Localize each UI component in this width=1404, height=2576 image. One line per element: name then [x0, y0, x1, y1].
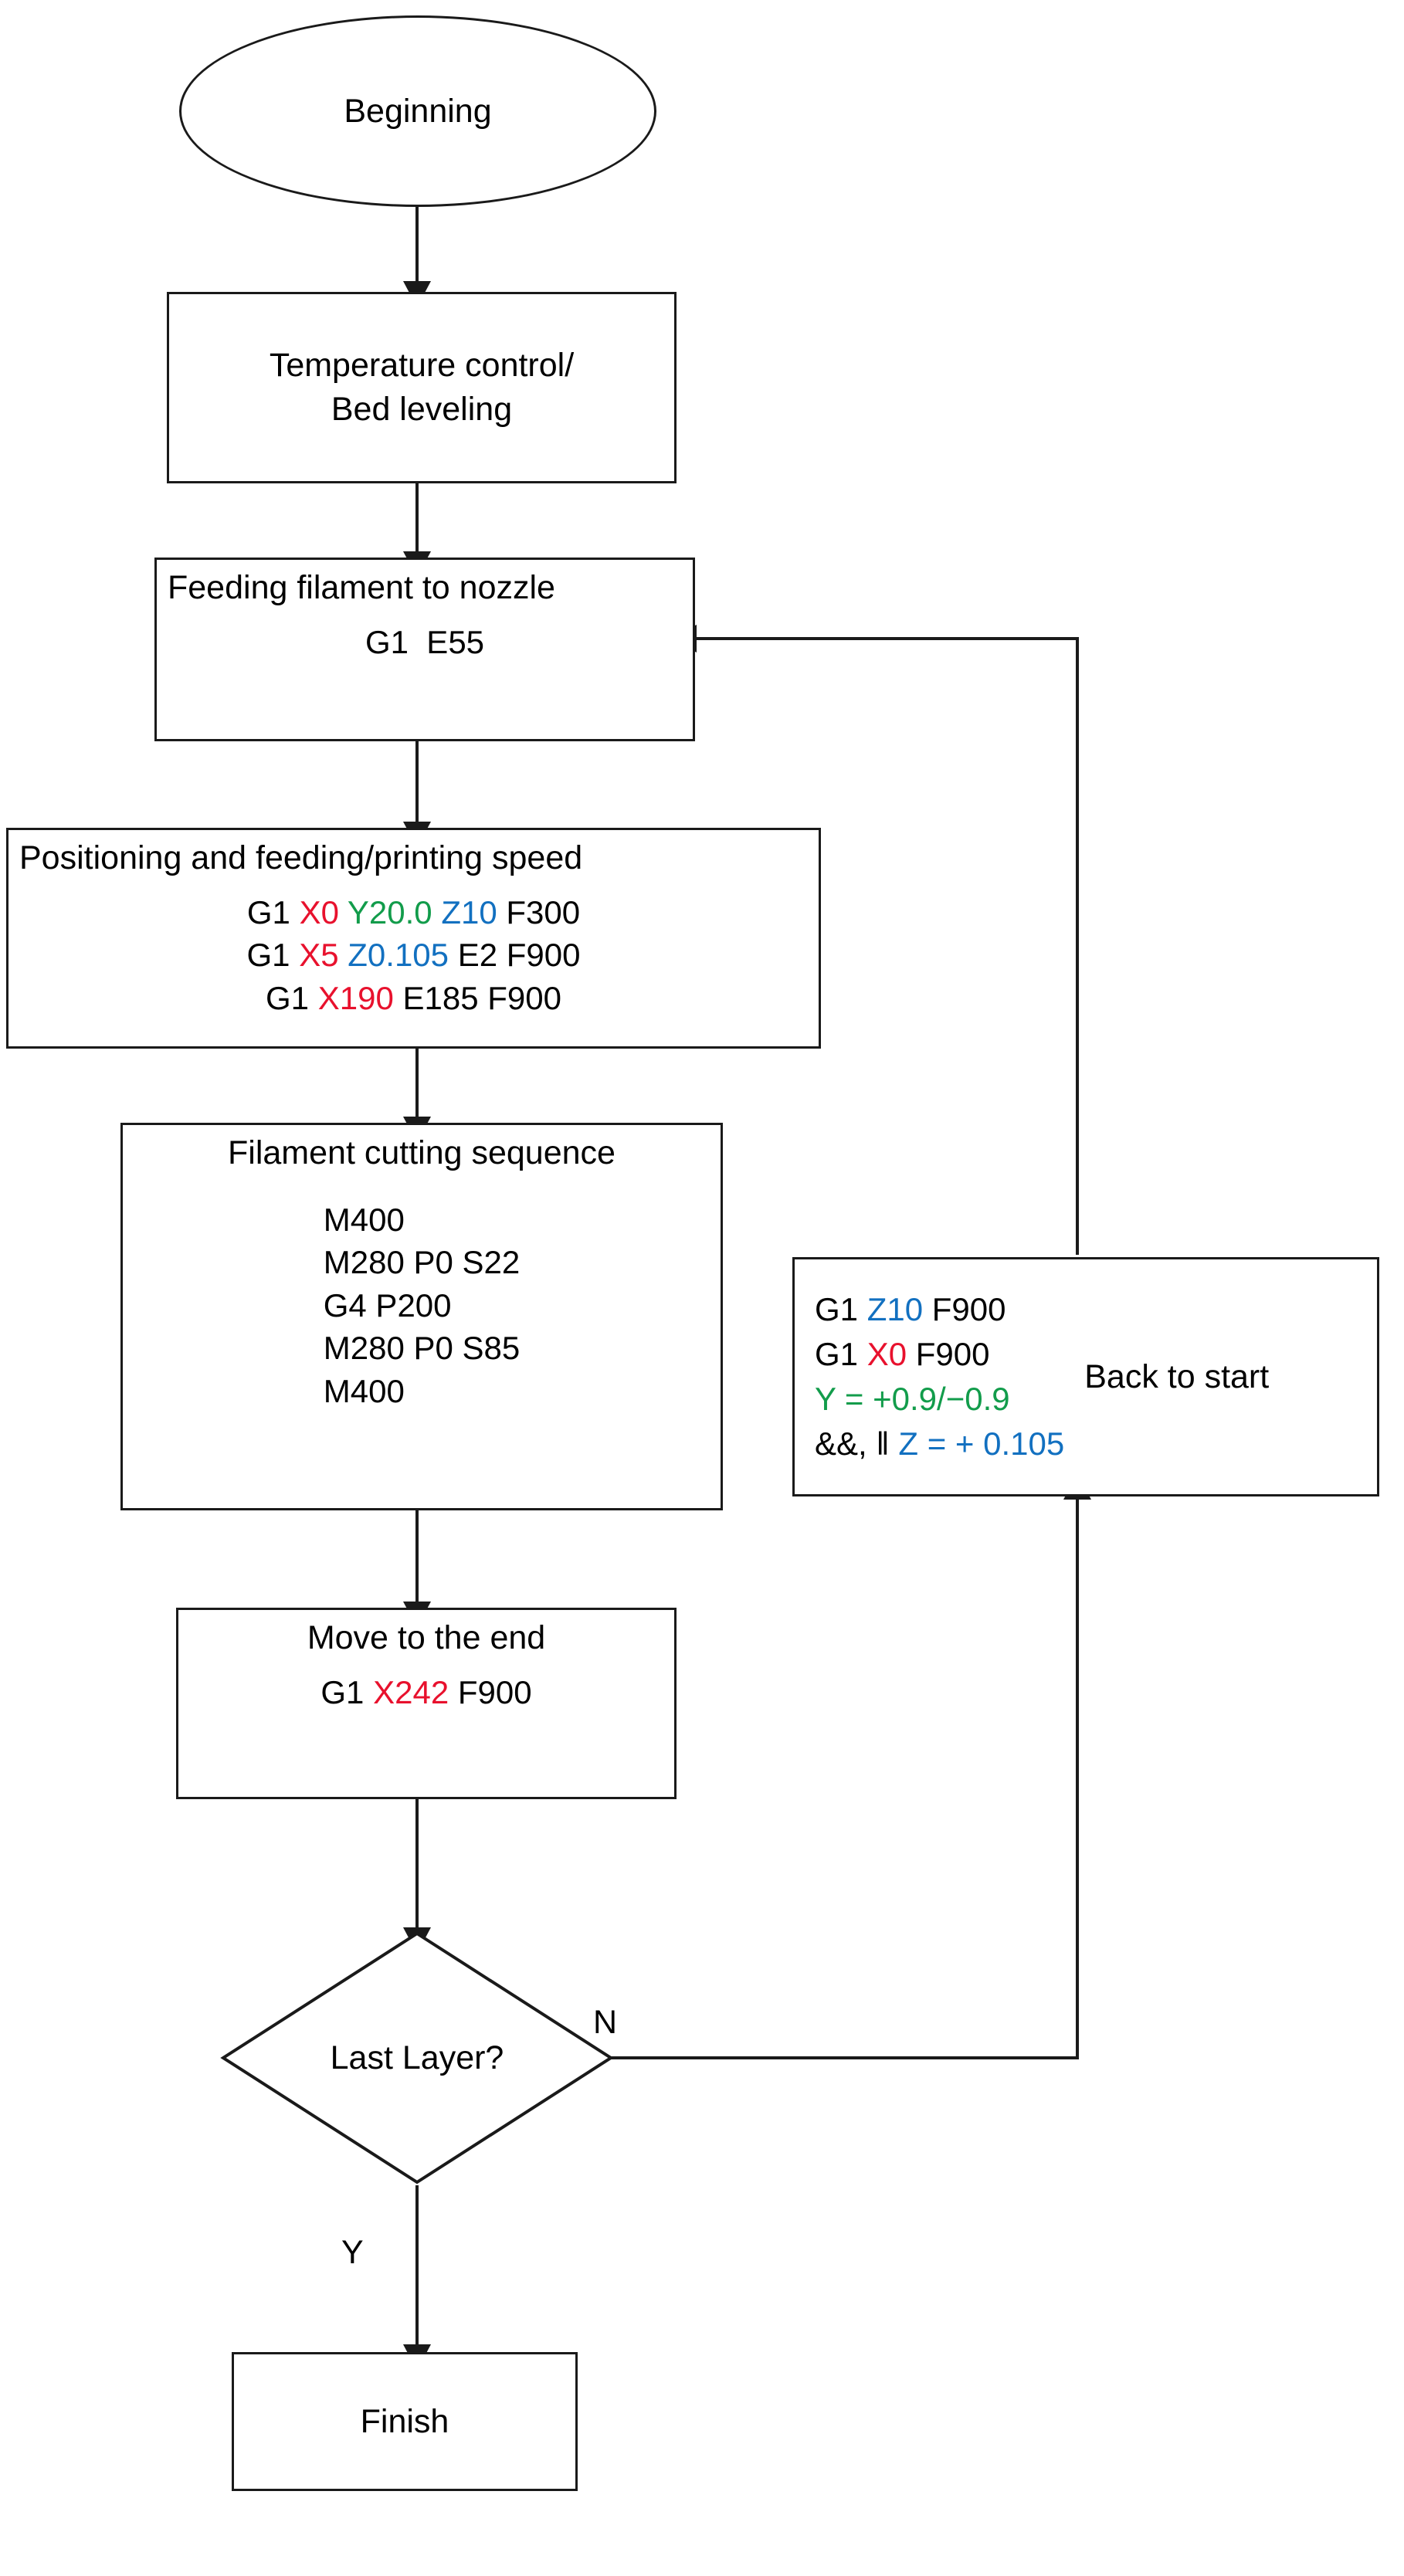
node-filament-cutting-label: Filament cutting sequence — [228, 1134, 616, 1171]
node-positioning-speed[interactable]: Positioning and feeding/printing speed G… — [6, 828, 821, 1049]
code-line: G1 X0 Y20.0 Z10 F300 — [247, 891, 580, 934]
code-token: F900 — [923, 1291, 1006, 1328]
node-back-to-start-label: Back to start — [1084, 1357, 1270, 1395]
code-token: Y20.0 — [347, 893, 432, 930]
code-token: G1 — [246, 893, 300, 930]
code-token: F900 — [449, 1673, 532, 1710]
code-line: G1 X0 F900 — [815, 1332, 989, 1377]
node-move-to-end[interactable]: Move to the end G1 X242 F900 — [176, 1608, 677, 1799]
node-move-to-end-label: Move to the end — [307, 1619, 546, 1656]
code-line: G1 X242 F900 — [320, 1671, 531, 1713]
code-token: G1 — [815, 1291, 867, 1328]
code-token — [339, 894, 348, 930]
node-feeding-filament-code: G1 E55 — [365, 621, 484, 663]
code-token: G1 — [266, 979, 318, 1016]
code-line: M280 P0 S85 — [323, 1330, 521, 1367]
node-temperature-control-label: Temperature control/ Bed leveling — [269, 347, 575, 428]
code-token: X242 — [373, 1673, 449, 1710]
decision-diamond-shape — [220, 1931, 614, 2185]
code-token — [339, 937, 348, 973]
node-feeding-filament-label: Feeding filament to nozzle — [168, 569, 555, 606]
code-token: G1 — [246, 937, 300, 974]
node-beginning-label: Beginning — [344, 92, 492, 130]
code-token: Z10 — [866, 1291, 924, 1328]
code-line: G1 X5 Z0.105 E2 F900 — [247, 934, 581, 976]
node-last-layer-decision-label: Last Layer? — [330, 2039, 504, 2076]
edge-label-no: N — [593, 2004, 618, 2041]
node-move-to-end-code: G1 X242 F900 — [320, 1671, 531, 1713]
code-token: G1 — [320, 1673, 374, 1710]
node-beginning[interactable]: Beginning — [179, 15, 656, 207]
code-line: G1 Z10 F900 — [815, 1287, 1006, 1332]
code-token: F300 — [497, 893, 581, 930]
code-token: E2 F900 — [449, 937, 581, 974]
code-token: X5 — [299, 937, 339, 974]
code-line: Y = +0.9/−0.9 — [815, 1377, 1010, 1422]
node-feeding-filament[interactable]: Feeding filament to nozzle G1 E55 — [154, 558, 695, 741]
code-line: G1 E55 — [365, 623, 485, 660]
code-line: G4 P200 — [323, 1286, 452, 1324]
node-finish-label: Finish — [360, 2402, 449, 2440]
code-token: Y = +0.9/−0.9 — [815, 1381, 1010, 1417]
node-positioning-speed-label: Positioning and feeding/printing speed — [19, 839, 583, 876]
code-token: X0 — [299, 893, 339, 930]
code-token: Z = + 0.105 — [898, 1425, 1065, 1462]
code-line: M280 P0 S22 — [323, 1244, 521, 1281]
code-line: M400 — [323, 1372, 405, 1409]
code-token: X0 — [866, 1336, 907, 1373]
code-token: X190 — [317, 979, 394, 1016]
code-token: E185 F900 — [393, 979, 561, 1016]
node-finish[interactable]: Finish — [232, 2352, 578, 2491]
node-last-layer-decision[interactable]: Last Layer? — [220, 1930, 614, 2185]
code-token — [432, 894, 442, 930]
code-token: G1 — [815, 1336, 867, 1373]
code-token: Z10 — [441, 893, 497, 930]
code-line: M400 — [323, 1201, 405, 1238]
edge-label-yes: Y — [341, 2234, 364, 2271]
code-line: G1 X190 E185 F900 — [266, 977, 561, 1019]
code-token: Z0.105 — [348, 937, 449, 974]
node-temperature-control[interactable]: Temperature control/ Bed leveling — [167, 292, 677, 483]
code-token: F900 — [907, 1336, 990, 1373]
code-token: &&, ǁ — [815, 1425, 899, 1462]
code-line: &&, ǁ Z = + 0.105 — [815, 1422, 1064, 1466]
